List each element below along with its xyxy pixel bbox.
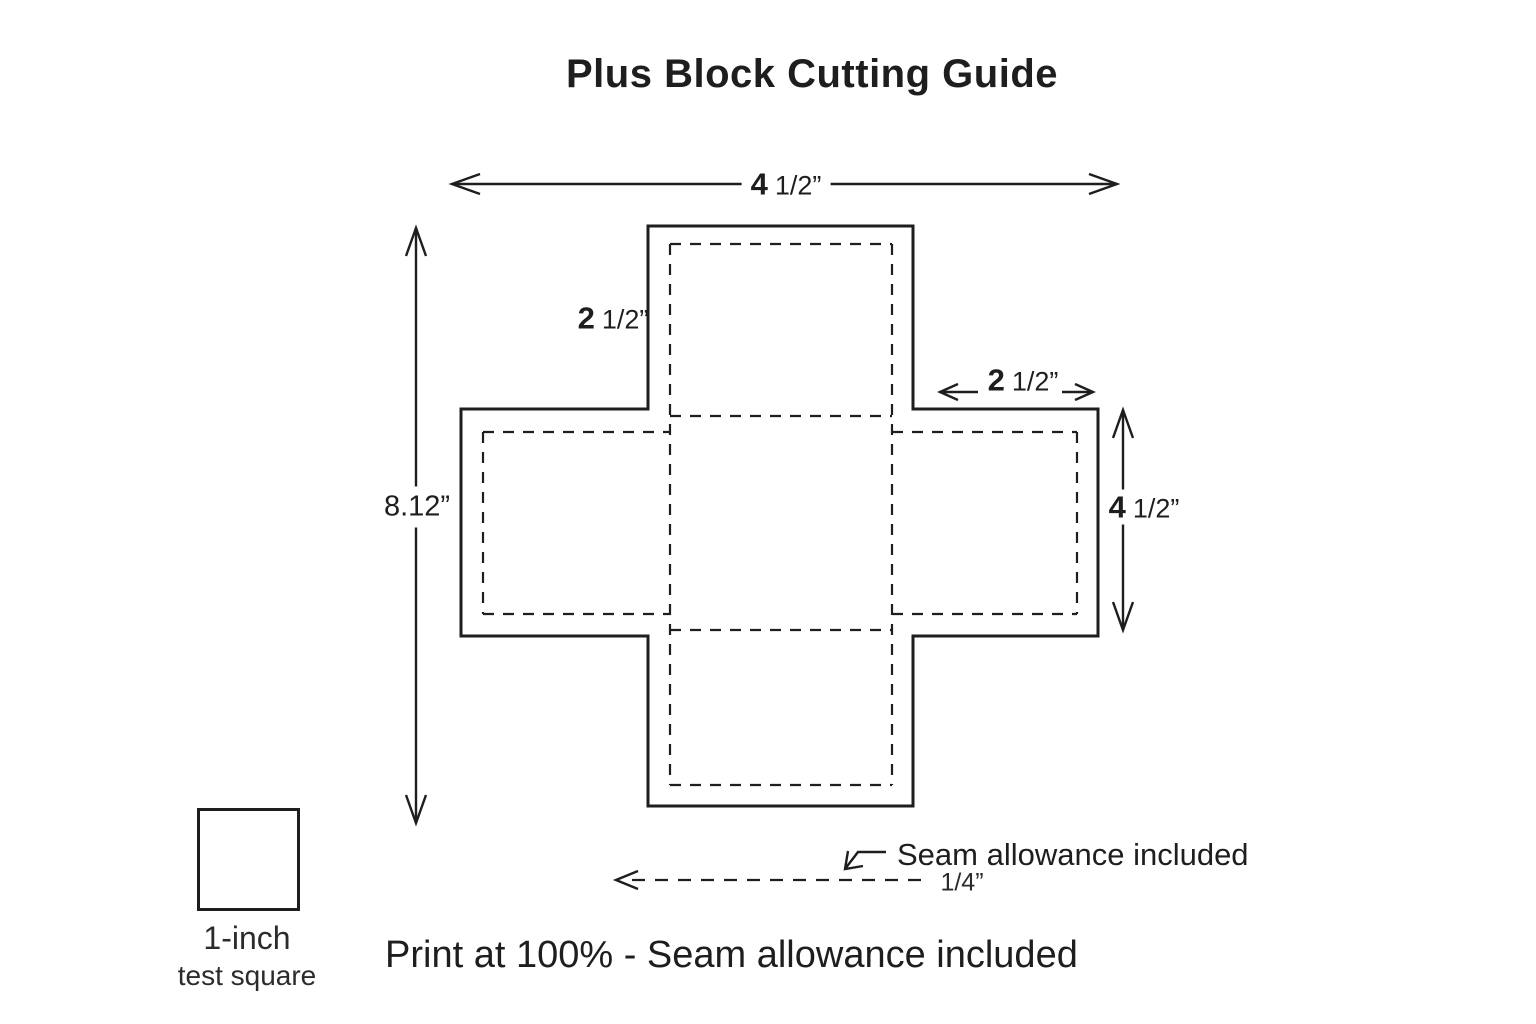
test-square-box xyxy=(197,808,300,911)
dimension-fraction: 1/2” xyxy=(1011,366,1059,397)
dimension-value: 2 xyxy=(987,362,1005,398)
plus-block-outline xyxy=(459,224,1100,808)
dimension-fraction: 1/2” xyxy=(601,304,649,335)
test-square-label-line1: 1-inch xyxy=(203,920,291,956)
dimension-value: 4 xyxy=(750,166,768,202)
dimension-label-block-height: 8.12” xyxy=(374,486,460,528)
seam-allowance-dashed-lines xyxy=(481,242,1079,787)
dimension-value: 4 xyxy=(1108,489,1126,525)
print-instruction: Print at 100% - Seam allowance included xyxy=(385,934,1078,976)
dimension-value: 8.12” xyxy=(383,490,451,523)
seam-note-leader-arrow xyxy=(843,850,886,871)
dimension-fraction: 1/2” xyxy=(1132,493,1180,524)
dimension-label-seam-allowance: 1/4” xyxy=(934,868,990,898)
page-title: Plus Block Cutting Guide xyxy=(565,52,1059,96)
dimension-fraction: 1/2” xyxy=(774,170,822,201)
dimension-value: 2 xyxy=(577,300,595,336)
seam-allowance-note: Seam allowance included xyxy=(897,837,1249,872)
test-square-label-line2: test square xyxy=(177,960,317,991)
right-arm-dimension-arrows xyxy=(937,382,1096,402)
seam-dimension-arrow xyxy=(612,869,930,891)
